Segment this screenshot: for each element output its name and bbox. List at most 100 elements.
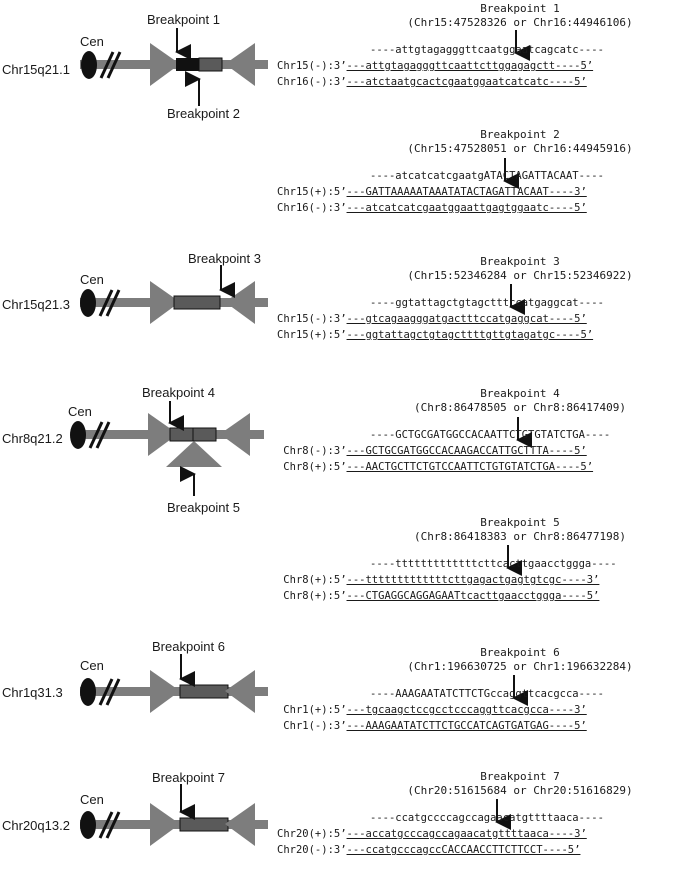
chromosome-label: Chr8q21.2 [2,431,63,446]
sequence-text: ---tgcaagctccgcctcccaggttcacgcca----3’ [346,704,587,716]
sequence-text: ----tttttttttttttcttcacttgaacctggga---- [370,558,617,570]
breakpoint-1-label: Breakpoint 1 [147,12,220,27]
strand-label: Chr15(-):3’ [277,313,347,325]
centromere-label: Cen [68,404,92,419]
breakpoint-title: Breakpoint 4 [480,387,560,400]
junction-sequence: ----ccatgccccagccagaacatgttttaaca---- [370,812,604,824]
centromere [80,678,96,706]
sequence-text: ----attgtagagggttcaatggaatcagcatc---- [370,44,604,56]
breakpoint-coordinates: (Chr15:47528051 or Chr16:44945916) [407,142,633,155]
breakpoint-coordinates: (Chr15:52346284 or Chr15:52346922) [407,269,633,282]
chromosome-label: Chr15q21.1 [2,62,70,77]
sequence-text: ----ccatgccccagccagaacatgttttaaca---- [370,812,604,824]
sequence-text: ---atcatcatcgaatggaattgagtggaatc----5’ [346,202,587,214]
reference-sequence: Chr15(-):3’---gtcagaagggatgactttccatgagg… [277,313,587,325]
sequence-text: ---accatgcccagccagaacatgttttaaca----3’ [346,828,587,840]
strand-label: Chr1(-):3’ [283,720,347,732]
strand-label: Chr1(+):5’ [283,704,347,716]
sequence-text: ---AACTGCTTCTGTCCAATTCTGTGTATCTGA----5’ [346,461,594,473]
reference-sequence: Chr1(-):3’---AAAGAATATCTTCTGCCATCAGTGATG… [283,720,586,732]
centromere [80,811,96,839]
junction-sequence: ----AAAGAATATCTTCTGccaggttcacgcca---- [370,688,604,700]
sequence-text: ----atcatcatcgaatgATACTAGATTACAAT---- [370,170,604,182]
breakpoint-7-label: Breakpoint 7 [152,770,225,785]
chromosome-label: Chr20q13.2 [2,818,70,833]
strand-label: Chr15(-):3’ [277,60,347,72]
sequence-text: ---GATTAAAAATAAATATACTAGATTACAAT----3’ [346,186,587,198]
junction-sequence: ----tttttttttttttcttcacttgaacctggga---- [370,558,617,570]
breakpoint-2-label: Breakpoint 2 [167,106,240,121]
chromosome-diagram-chr15q21-3 [80,265,268,324]
reference-sequence: Chr20(-):3’---ccatgcccagccCACCAACCTTCTTC… [277,844,580,856]
reference-sequence: Chr8(+):5’---tttttttttttttcttgagactgagtg… [283,574,599,586]
chromosome-diagram-chr15q21-1 [80,28,268,106]
centromere [70,421,86,449]
breakpoint-title: Breakpoint 7 [480,770,560,783]
centromere-label: Cen [80,658,104,673]
breakpoint-coordinates: (Chr1:196630725 or Chr1:196632284) [407,660,633,673]
breakpoint-coordinates: (Chr15:47528326 or Chr16:44946106) [407,16,633,29]
chromosome-label: Chr15q21.3 [2,297,70,312]
breakpoint-3-label: Breakpoint 3 [188,251,261,266]
breakpoint-coordinates: (Chr20:51615684 or Chr20:51616829) [407,784,633,797]
sequence-text: ---ggtattagctgtagcttttgttgtagatgc----5’ [346,329,594,341]
breakpoint-coordinates: (Chr8:86418383 or Chr8:86477198) [414,530,626,543]
sequence-text: ----AAAGAATATCTTCTGccaggttcacgcca---- [370,688,604,700]
chromosome-diagram-chr20q13-2 [80,784,268,846]
reference-sequence: Chr8(-):3’---GCTGCGATGGCCACAAGACCATTGCTT… [283,445,586,457]
reference-sequence: Chr15(-):3’---attgtagagggttcaattcttggaga… [277,60,593,72]
strand-label: Chr16(-):3’ [277,76,347,88]
strand-label: Chr20(+):5’ [277,828,347,840]
inversion-triangle [166,441,222,467]
sequence-text: ---AAAGAATATCTTCTGCCATCAGTGATGAG----5’ [346,720,587,732]
sequence-text: ---tttttttttttttcttgagactgagtgtcgc----3’ [346,574,600,586]
junction-sequence: ----GCTGCGATGGCCACAATTCTGTGTATCTGA---- [370,429,610,441]
reference-sequence: Chr8(+):5’---CTGAGGCAGGAGAATtcacttgaacct… [283,590,599,602]
breakpoint-title: Breakpoint 6 [480,646,560,659]
strand-label: Chr8(+):5’ [283,461,347,473]
chromosome-label: Chr1q31.3 [2,685,63,700]
sequence-text: ---GCTGCGATGGCCACAAGACCATTGCTTTA----5’ [346,445,587,457]
breakpoint-6-label: Breakpoint 6 [152,639,225,654]
duplicated-segment-a [176,58,199,71]
strand-label: Chr8(+):5’ [283,590,347,602]
strand-label: Chr8(+):5’ [283,574,347,586]
breakpoint-title: Breakpoint 5 [480,516,560,529]
strand-label: Chr16(-):3’ [277,202,347,214]
sequence-arrows [495,30,532,830]
centromere [80,289,96,317]
junction-sequence: ----ggtattagctgtagctttccatgaggcat---- [370,297,604,309]
centromere-label: Cen [80,792,104,807]
strand-label: Chr20(-):3’ [277,844,347,856]
breakpoint-coordinates: (Chr8:86478505 or Chr8:86417409) [414,401,626,414]
centromere-label: Cen [80,272,104,287]
breakpoint-title: Breakpoint 2 [480,128,560,141]
reference-sequence: Chr15(+):5’---GATTAAAAATAAATATACTAGATTAC… [277,186,587,198]
chromosome-diagram-chr8q21-2 [70,401,264,496]
breakpoint-4-label: Breakpoint 4 [142,385,215,400]
sequence-text: ----GCTGCGATGGCCACAATTCTGTGTATCTGA---- [370,429,611,441]
sequence-text: ---attgtagagggttcaattcttggagagctt----5’ [346,60,594,72]
junction-sequence: ----atcatcatcgaatgATACTAGATTACAAT---- [370,170,604,182]
chromosome-diagram-chr1q31-3 [80,654,268,713]
strand-label: Chr8(-):3’ [283,445,347,457]
duplicated-segment-b [198,57,223,72]
reference-sequence: Chr15(+):5’---ggtattagctgtagcttttgttgtag… [277,329,593,341]
reference-sequence: Chr20(+):5’---accatgcccagccagaacatgtttta… [277,828,587,840]
sequence-text: ---CTGAGGCAGGAGAATtcacttgaacctggga----5’ [346,590,600,602]
reference-sequence: Chr1(+):5’---tgcaagctccgcctcccaggttcacgc… [283,704,586,716]
reference-sequence: Chr8(+):5’---AACTGCTTCTGTCCAATTCTGTGTATC… [283,461,593,473]
junction-sequence: ----attgtagagggttcaatggaatcagcatc---- [370,44,604,56]
breakpoint-5-label: Breakpoint 5 [167,500,240,515]
strand-label: Chr15(+):5’ [277,186,347,198]
reference-sequence: Chr16(-):3’---atctaatgcactcgaatggaatcatc… [277,76,587,88]
centromere-label: Cen [80,34,104,49]
breakpoint-title: Breakpoint 1 [480,2,560,15]
sequence-text: ---atctaatgcactcgaatggaatcatcatc----5’ [346,76,587,88]
sequence-text: ---gtcagaagggatgactttccatgaggcat----5’ [346,313,587,325]
sequence-text: ---ccatgcccagccCACCAACCTTCTTCCT----5’ [346,844,581,856]
breakpoint-title: Breakpoint 3 [480,255,560,268]
reference-sequence: Chr16(-):3’---atcatcatcgaatggaattgagtgga… [277,202,587,214]
strand-label: Chr15(+):5’ [277,329,347,341]
